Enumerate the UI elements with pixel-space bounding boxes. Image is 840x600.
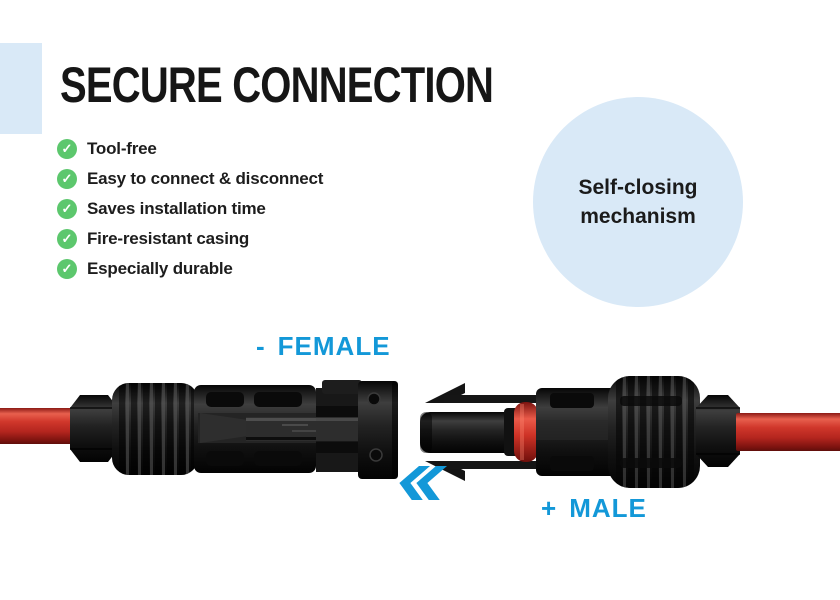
female-neck xyxy=(316,380,362,472)
check-icon: ✓ xyxy=(57,229,77,249)
feature-item: ✓ Tool-free xyxy=(57,139,323,159)
feature-label: Fire-resistant casing xyxy=(87,229,250,248)
male-gland-nut xyxy=(696,395,740,467)
feature-list: ✓ Tool-free ✓ Easy to connect & disconne… xyxy=(57,139,323,289)
female-label-text: FEMALE xyxy=(277,331,391,361)
female-cable xyxy=(0,408,92,444)
female-coupler-end xyxy=(358,381,398,479)
female-connector-photo xyxy=(0,380,398,479)
connectors-photo xyxy=(0,376,840,488)
male-label: + MALE xyxy=(541,493,647,524)
feature-label: Easy to connect & disconnect xyxy=(87,169,324,188)
male-contact-pin xyxy=(420,408,524,456)
male-collar xyxy=(536,388,620,476)
male-label-text: MALE xyxy=(569,493,647,523)
feature-item: ✓ Saves installation time xyxy=(57,199,323,219)
feature-label: Saves installation time xyxy=(87,199,266,218)
accent-rectangle xyxy=(0,43,42,134)
callout-circle: Self-closing mechanism xyxy=(533,97,743,307)
check-icon: ✓ xyxy=(57,259,77,279)
male-o-ring xyxy=(514,402,538,462)
minus-sign: - xyxy=(256,331,266,361)
feature-item: ✓ Easy to connect & disconnect xyxy=(57,169,323,189)
male-ribbed-dome xyxy=(608,376,700,488)
female-label: -FEMALE xyxy=(256,331,391,362)
check-icon: ✓ xyxy=(57,199,77,219)
check-icon: ✓ xyxy=(57,139,77,159)
male-locking-barbs xyxy=(425,383,544,481)
feature-label: Especially durable xyxy=(87,259,233,278)
plus-sign: + xyxy=(541,493,558,523)
male-cable xyxy=(736,413,840,451)
female-knurled-nut xyxy=(112,383,198,475)
female-gland-nut xyxy=(70,395,118,462)
check-icon: ✓ xyxy=(57,169,77,189)
page-title: SECURE CONNECTION xyxy=(60,57,494,113)
feature-item: ✓ Especially durable xyxy=(57,259,323,279)
male-connector-photo xyxy=(420,376,840,488)
feature-label: Tool-free xyxy=(87,139,157,158)
double-chevron-left-icon xyxy=(399,466,447,500)
feature-item: ✓ Fire-resistant casing xyxy=(57,229,323,249)
callout-text: Self-closing mechanism xyxy=(578,175,698,228)
